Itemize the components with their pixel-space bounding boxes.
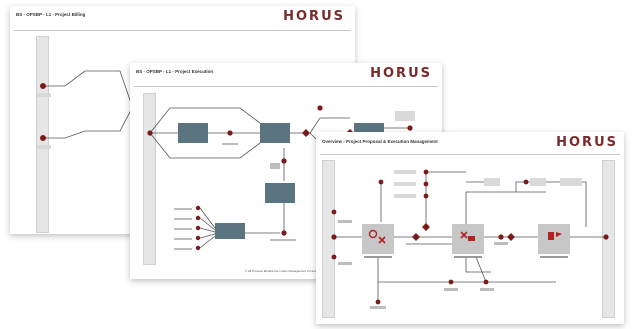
event-node xyxy=(195,215,201,221)
gateway-node xyxy=(507,233,515,241)
event-node xyxy=(317,105,323,111)
event-node xyxy=(523,179,529,185)
process-box xyxy=(215,223,245,239)
process-box xyxy=(260,123,290,143)
event-node xyxy=(603,234,609,240)
diagram-page-overview: Overview - Project Proposal & Execution … xyxy=(316,132,624,324)
event-node xyxy=(227,130,233,136)
event-node xyxy=(331,209,337,215)
event-node xyxy=(423,193,429,199)
event-node xyxy=(378,179,384,185)
event-node xyxy=(281,230,287,236)
event-node xyxy=(331,234,337,240)
horus-logo: HORUS xyxy=(556,135,618,150)
gateway-node xyxy=(302,129,310,137)
document-icon xyxy=(548,232,554,240)
page-title: BS - OPSBP - L1 - Project Execution xyxy=(136,69,214,74)
event-node xyxy=(281,158,287,164)
overview-flow-diagram xyxy=(331,169,609,309)
header-divider xyxy=(14,30,351,31)
close-icon xyxy=(378,236,386,244)
horus-logo: HORUS xyxy=(370,66,432,81)
page-title: Overview - Project Proposal & Execution … xyxy=(322,139,438,144)
search-icon xyxy=(368,229,378,239)
flag-icon xyxy=(556,232,562,237)
gateway-node xyxy=(412,233,420,241)
event-node xyxy=(407,125,413,131)
event-node xyxy=(195,235,201,241)
header-divider xyxy=(134,86,438,87)
event-node xyxy=(483,279,489,285)
event-node xyxy=(195,205,201,211)
process-box xyxy=(265,183,295,203)
event-node xyxy=(423,181,429,187)
process-box xyxy=(178,123,208,143)
event-node xyxy=(498,234,504,240)
event-node xyxy=(331,254,337,260)
event-node xyxy=(195,225,201,231)
process-box-light xyxy=(362,224,394,254)
event-node xyxy=(375,299,381,305)
horus-logo: HORUS xyxy=(283,9,345,24)
event-node xyxy=(40,135,46,141)
page-title: BS - OPSBP - L1 - Project Billing xyxy=(16,12,86,17)
header-divider xyxy=(320,154,620,155)
swimlane xyxy=(602,160,615,318)
event-node xyxy=(448,279,454,285)
gateway-node xyxy=(422,223,430,231)
process-box-light xyxy=(395,111,415,121)
event-node xyxy=(195,245,201,251)
event-node xyxy=(40,83,46,89)
close-icon xyxy=(460,231,468,239)
event-node xyxy=(147,130,153,136)
event-node xyxy=(423,169,429,175)
page-footer: © All Process Models Are Under Managemen… xyxy=(245,269,319,273)
camera-icon xyxy=(468,236,475,241)
